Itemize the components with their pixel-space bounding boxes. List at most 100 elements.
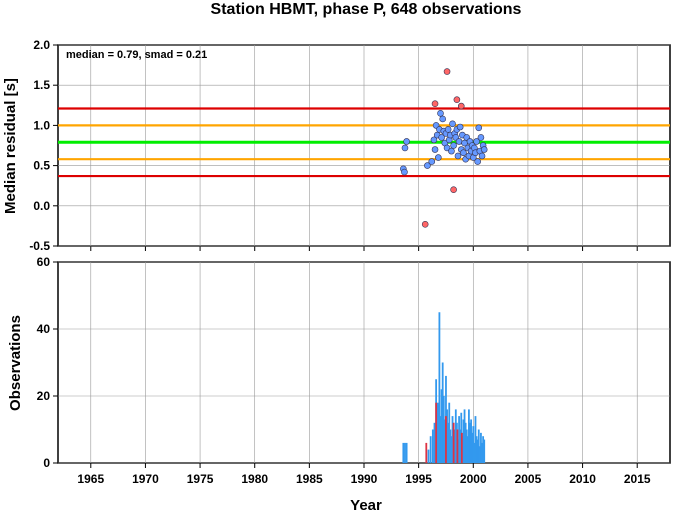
residual-point — [431, 146, 439, 153]
residual-panel: 2.01.51.00.50.0-0.5 median = 0.79, smad … — [2, 38, 671, 253]
residual-y-tick-label: -0.5 — [29, 239, 50, 253]
observations-y-tick-label: 40 — [37, 322, 51, 336]
residual-point — [443, 144, 451, 152]
residual-point — [473, 138, 480, 145]
rejected-observation-bar — [452, 422, 455, 463]
observation-bar — [471, 432, 474, 463]
residual-point — [401, 168, 408, 176]
observation-bar — [473, 442, 476, 463]
residual-points — [400, 68, 488, 228]
rejected-observation-bar — [445, 416, 447, 463]
outlier-point — [453, 96, 461, 103]
observation-bar — [443, 419, 446, 463]
observation-bar — [475, 436, 478, 463]
residual-y-ticks: 2.01.51.00.50.0-0.5 — [29, 38, 58, 253]
residual-point — [437, 110, 444, 117]
observations-y-tick-label: 0 — [43, 456, 50, 470]
residual-point — [478, 152, 486, 160]
residual-point — [435, 154, 442, 161]
observation-bar — [447, 422, 450, 463]
residual-point — [450, 142, 457, 149]
year-x-tick-label: 1990 — [351, 472, 378, 486]
residual-y-axis-label: Median residual [s] — [2, 78, 19, 214]
rejected-observation-bar — [435, 402, 438, 463]
outlier-point — [457, 102, 465, 110]
residual-point — [424, 162, 431, 169]
observation-bar — [441, 362, 444, 463]
observation-bar — [478, 446, 481, 463]
observation-bar — [404, 442, 406, 463]
observation-bar — [466, 436, 469, 463]
residual-point — [475, 124, 483, 132]
outlier-point — [431, 100, 439, 107]
observation-bar — [427, 449, 430, 463]
residual-y-tick-label: 0.5 — [33, 159, 50, 173]
observation-bars — [402, 312, 486, 463]
residual-grid — [58, 44, 670, 251]
observation-bar — [481, 442, 483, 463]
observations-y-axis-label: Observations — [7, 315, 24, 411]
observation-bar — [402, 442, 405, 463]
observation-bar — [459, 429, 462, 463]
residual-point — [449, 120, 456, 128]
residual-point — [401, 144, 409, 152]
residual-point — [455, 138, 463, 145]
observation-bar — [482, 436, 485, 463]
observation-bar — [477, 429, 480, 463]
observation-bar — [446, 409, 448, 463]
observation-bar — [449, 429, 452, 463]
rejected-observation-bar — [425, 442, 428, 463]
observation-bar — [470, 419, 472, 463]
year-x-tick-label: 1980 — [241, 472, 268, 486]
outlier-point — [450, 186, 457, 194]
year-x-tick-label: 1995 — [405, 472, 432, 486]
observation-bar — [451, 416, 454, 463]
rejected-observation-bar — [460, 432, 463, 463]
observation-bar — [439, 416, 442, 463]
observation-bar — [483, 439, 486, 463]
observation-bar — [463, 409, 466, 463]
residual-point — [454, 152, 462, 160]
observation-bar — [433, 422, 436, 463]
residual-y-tick-label: 0.0 — [33, 199, 50, 213]
rejected-observation-bar — [456, 429, 459, 463]
year-x-axis-label: Year — [350, 497, 382, 511]
year-x-tick-label: 1970 — [132, 472, 159, 486]
observation-bar — [468, 409, 470, 463]
observation-bar — [458, 416, 460, 463]
observations-y-tick-label: 20 — [37, 389, 51, 403]
year-x-tick-label: 2015 — [624, 472, 651, 486]
observation-bar — [442, 396, 445, 463]
residual-point — [444, 126, 452, 133]
residual-point — [460, 149, 467, 157]
year-x-tick-label: 2010 — [569, 472, 596, 486]
residual-point — [428, 158, 436, 165]
observation-bar — [450, 436, 453, 463]
year-x-tick-label: 1965 — [77, 472, 104, 486]
outlier-point — [443, 68, 451, 75]
observation-bar — [480, 432, 482, 463]
observation-bar — [438, 312, 441, 463]
reference-lines — [58, 107, 670, 178]
year-x-tick-label: 1975 — [187, 472, 214, 486]
observation-bar — [472, 426, 475, 463]
observation-bar — [453, 429, 456, 463]
observation-bar — [440, 389, 443, 463]
residual-point — [474, 158, 481, 165]
year-x-tick-label: 2000 — [460, 472, 487, 486]
observation-bar — [405, 442, 408, 463]
residual-y-tick-label: 1.0 — [33, 118, 50, 132]
observation-bar — [454, 409, 457, 463]
residual-point — [430, 136, 438, 144]
year-x-tick-label: 1985 — [296, 472, 323, 486]
residual-point — [438, 134, 445, 141]
residual-point — [477, 134, 485, 141]
residual-point — [480, 146, 488, 153]
stats-label: median = 0.79, smad = 0.21 — [66, 49, 207, 61]
residual-point — [439, 115, 446, 123]
residual-y-tick-label: 2.0 — [33, 38, 50, 52]
